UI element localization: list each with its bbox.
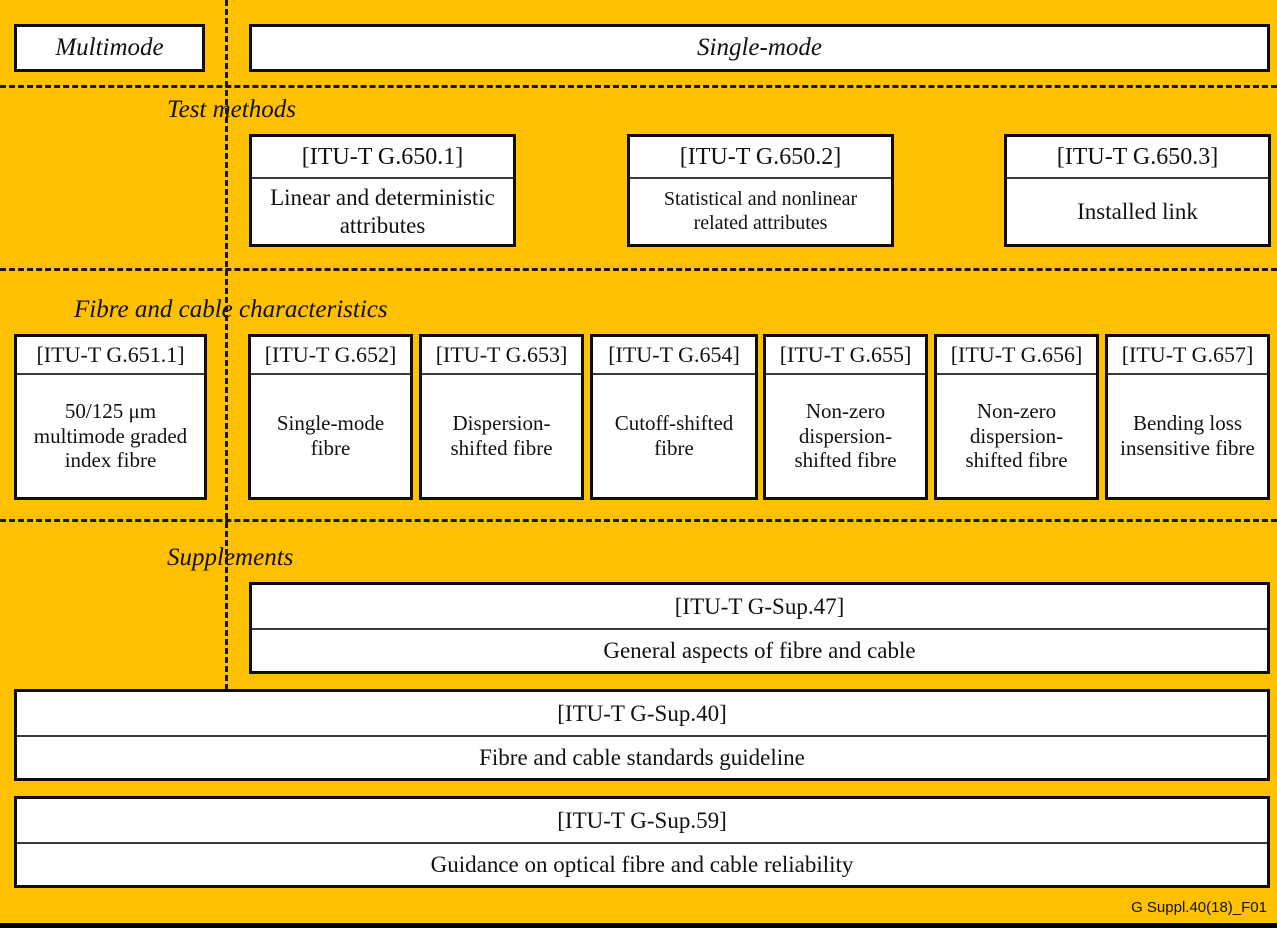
standard-box-g650-3: [ITU-T G.650.3] Installed link xyxy=(1004,134,1271,247)
standard-box-body: Bending loss insensitive fibre xyxy=(1120,411,1255,460)
separator-above-fibre-characteristics xyxy=(0,268,1277,271)
supplement-box-body: General aspects of fibre and cable xyxy=(603,637,916,663)
standard-box-g653: [ITU-T G.653] Dispersion-shifted fibre xyxy=(419,334,584,500)
standard-box-title: [ITU-T G.650.3] xyxy=(1007,137,1268,179)
separator-above-supplements xyxy=(0,519,1277,522)
separator-above-test-methods xyxy=(0,85,1277,88)
standard-box-body: Non-zero dispersion-shifted fibre xyxy=(794,398,897,473)
standard-box-body: Non-zero dispersion-shifted fibre xyxy=(965,398,1068,473)
singlemode-label: Single-mode xyxy=(697,34,822,61)
supplement-box-title: [ITU-T G-Sup.47] xyxy=(252,585,1267,630)
standard-box-title: [ITU-T G.655] xyxy=(766,337,925,375)
standard-box-title: [ITU-T G.656] xyxy=(937,337,1096,375)
standard-box-g650-2: [ITU-T G.650.2] Statistical and nonlinea… xyxy=(627,134,894,247)
section-label-supplements: Supplements xyxy=(167,544,294,571)
standard-box-body: Installed link xyxy=(1077,198,1198,224)
standard-box-g656: [ITU-T G.656] Non-zero dispersion-shifte… xyxy=(934,334,1099,500)
supplement-box-title: [ITU-T G-Sup.40] xyxy=(17,692,1267,737)
multimode-label: Multimode xyxy=(55,34,164,61)
standard-box-g652: [ITU-T G.652] Single-mode fibre xyxy=(248,334,413,500)
supplement-box-title: [ITU-T G-Sup.59] xyxy=(17,799,1267,844)
standard-box-title: [ITU-T G.650.2] xyxy=(630,137,891,179)
standard-box-g654: [ITU-T G.654] Cutoff-shifted fibre xyxy=(590,334,758,500)
supplement-box-gsup59: [ITU-T G-Sup.59] Guidance on optical fib… xyxy=(14,796,1270,888)
singlemode-header-box: Single-mode xyxy=(249,24,1270,72)
standard-box-g651-1: [ITU-T G.651.1] 50/125 μm multimode grad… xyxy=(14,334,207,500)
standard-box-title: [ITU-T G.657] xyxy=(1108,337,1267,375)
figure-credit: G Suppl.40(18)_F01 xyxy=(1131,899,1267,916)
standard-box-g650-1: [ITU-T G.650.1] Linear and deterministic… xyxy=(249,134,516,247)
standard-box-title: [ITU-T G.654] xyxy=(593,337,755,375)
standard-box-body: Linear and deterministic attributes xyxy=(270,185,495,238)
section-label-test-methods: Test methods xyxy=(167,96,296,123)
standard-box-body: Cutoff-shifted fibre xyxy=(614,411,734,460)
standard-box-title: [ITU-T G.653] xyxy=(422,337,581,375)
standard-box-body: 50/125 μm multimode graded index fibre xyxy=(33,398,188,473)
standard-box-body: Statistical and nonlinear related attrib… xyxy=(663,187,858,234)
standard-box-body: Single-mode fibre xyxy=(276,411,385,460)
supplement-box-gsup40: [ITU-T G-Sup.40] Fibre and cable standar… xyxy=(14,689,1270,781)
standard-box-g655: [ITU-T G.655] Non-zero dispersion-shifte… xyxy=(763,334,928,500)
section-label-fibre-characteristics: Fibre and cable characteristics xyxy=(74,296,388,323)
standard-box-body: Dispersion-shifted fibre xyxy=(450,411,553,460)
standard-box-title: [ITU-T G.652] xyxy=(251,337,410,375)
supplement-box-gsup47: [ITU-T G-Sup.47] General aspects of fibr… xyxy=(249,582,1270,674)
multimode-singlemode-divider xyxy=(225,0,228,690)
multimode-header-box: Multimode xyxy=(14,24,205,72)
standard-box-title: [ITU-T G.651.1] xyxy=(17,337,204,375)
supplement-box-body: Fibre and cable standards guideline xyxy=(479,744,805,770)
supplement-box-body: Guidance on optical fibre and cable reli… xyxy=(430,851,854,877)
standard-box-title: [ITU-T G.650.1] xyxy=(252,137,513,179)
standard-box-g657: [ITU-T G.657] Bending loss insensitive f… xyxy=(1105,334,1270,500)
